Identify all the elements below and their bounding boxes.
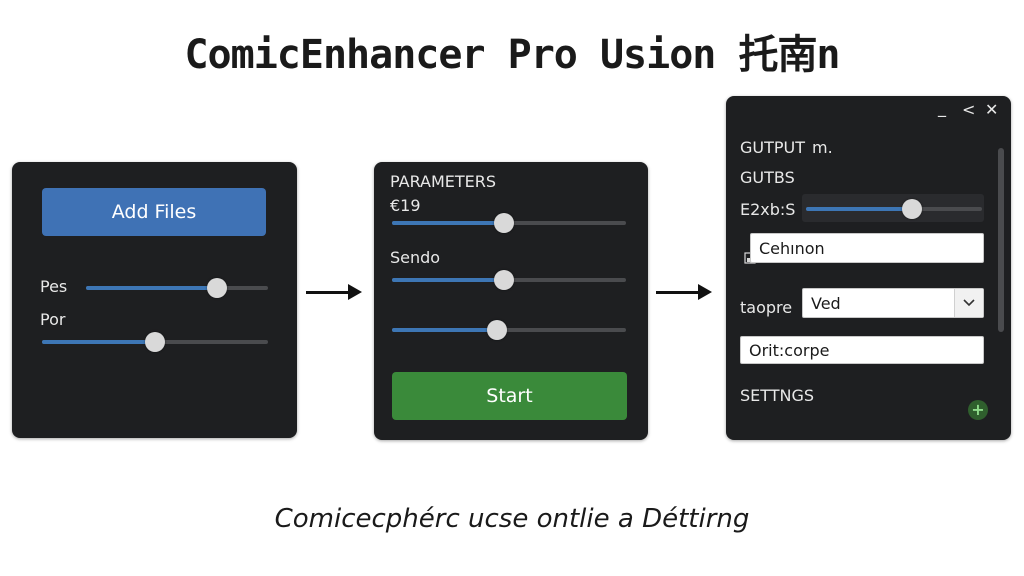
format-dropdown[interactable]: Ved bbox=[802, 288, 984, 318]
back-icon[interactable]: < bbox=[962, 100, 976, 119]
output-heading: GUTPUT bbox=[740, 138, 806, 157]
pes-slider[interactable] bbox=[86, 278, 268, 298]
slider-thumb[interactable] bbox=[145, 332, 165, 352]
settings-label: SETTNGS bbox=[740, 386, 815, 405]
slider-label-pes: Pes bbox=[40, 277, 68, 296]
arrow-right-icon bbox=[306, 284, 362, 300]
slider-fill bbox=[392, 328, 498, 332]
e19-slider[interactable] bbox=[392, 213, 626, 233]
dropdown-label: taopre bbox=[740, 298, 793, 317]
output-path-field[interactable]: Orit:corpe bbox=[740, 336, 984, 364]
slider-fill bbox=[392, 278, 505, 282]
slider-label-sendo: Sendo bbox=[390, 248, 441, 267]
close-icon[interactable]: ✕ bbox=[985, 100, 999, 119]
add-files-button[interactable]: Add Files bbox=[42, 188, 266, 236]
chevron-down-icon[interactable] bbox=[954, 289, 983, 317]
sendo-slider[interactable] bbox=[392, 270, 626, 290]
caption: Comicecphérc ucse ontlie a Déttirng bbox=[274, 504, 750, 534]
page-title: ComicEnhancer Pro Usion 托南n bbox=[184, 32, 840, 78]
slider-thumb[interactable] bbox=[487, 320, 508, 340]
input-panel: Add Files Pes Por bbox=[12, 162, 297, 438]
slider-fill bbox=[806, 207, 912, 211]
por-slider[interactable] bbox=[42, 332, 268, 352]
output-panel: _ < ✕ GUTPUT m. GUTBS E2xb:S Cehınon tao… bbox=[726, 96, 1011, 440]
dropdown-value: Ved bbox=[811, 293, 841, 313]
output-sub-label: GUTBS bbox=[740, 168, 795, 187]
output-name-field[interactable]: Cehınon bbox=[750, 233, 984, 263]
minimize-icon[interactable]: _ bbox=[938, 98, 946, 117]
start-button[interactable]: Start bbox=[392, 372, 627, 420]
parameters-heading: PARAMETERS bbox=[390, 172, 497, 191]
slider-thumb[interactable] bbox=[494, 213, 515, 233]
parameters-panel: PARAMETERS €19 Sendo Start bbox=[374, 162, 648, 440]
slider-fill bbox=[392, 221, 505, 225]
scrollbar[interactable] bbox=[998, 148, 1004, 332]
slider-label-e19: €19 bbox=[390, 196, 421, 215]
slider-label-por: Por bbox=[40, 310, 66, 329]
plus-icon[interactable]: + bbox=[968, 400, 988, 420]
slider-fill bbox=[86, 286, 218, 290]
arrow-right-icon bbox=[656, 284, 712, 300]
third-slider[interactable] bbox=[392, 320, 626, 340]
slider-thumb[interactable] bbox=[494, 270, 515, 290]
slider-label-e2xbs: E2xb:S bbox=[740, 200, 796, 219]
slider-thumb[interactable] bbox=[901, 199, 922, 219]
slider-fill bbox=[42, 340, 155, 344]
slider-thumb[interactable] bbox=[207, 278, 228, 298]
e2xbs-slider[interactable] bbox=[806, 199, 982, 219]
output-heading-suffix: m. bbox=[812, 138, 833, 157]
